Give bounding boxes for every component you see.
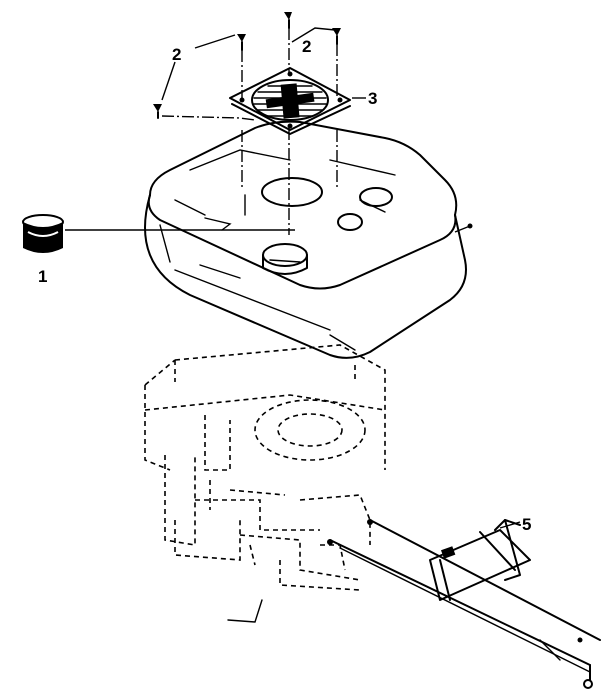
callout-part-5: 5 xyxy=(522,515,531,534)
blower-housing xyxy=(144,120,473,359)
throttle-control xyxy=(327,519,601,689)
ground-mark xyxy=(227,599,263,623)
callout-part-2-left: 2 xyxy=(172,45,181,64)
grille-screen xyxy=(229,67,351,135)
mounting-screws xyxy=(153,12,341,119)
engine-block-outline xyxy=(144,344,386,591)
fuel-cap xyxy=(22,214,64,253)
screw-left xyxy=(153,104,162,119)
callout-part-2-right: 2 xyxy=(302,37,311,56)
assembly-center-lines xyxy=(161,28,338,235)
callout-part-3: 3 xyxy=(368,89,377,108)
callout-part-1: 1 xyxy=(38,267,47,286)
screw-top-left xyxy=(237,34,246,51)
screw-top-center xyxy=(284,12,292,29)
callout-leaders xyxy=(161,27,366,101)
